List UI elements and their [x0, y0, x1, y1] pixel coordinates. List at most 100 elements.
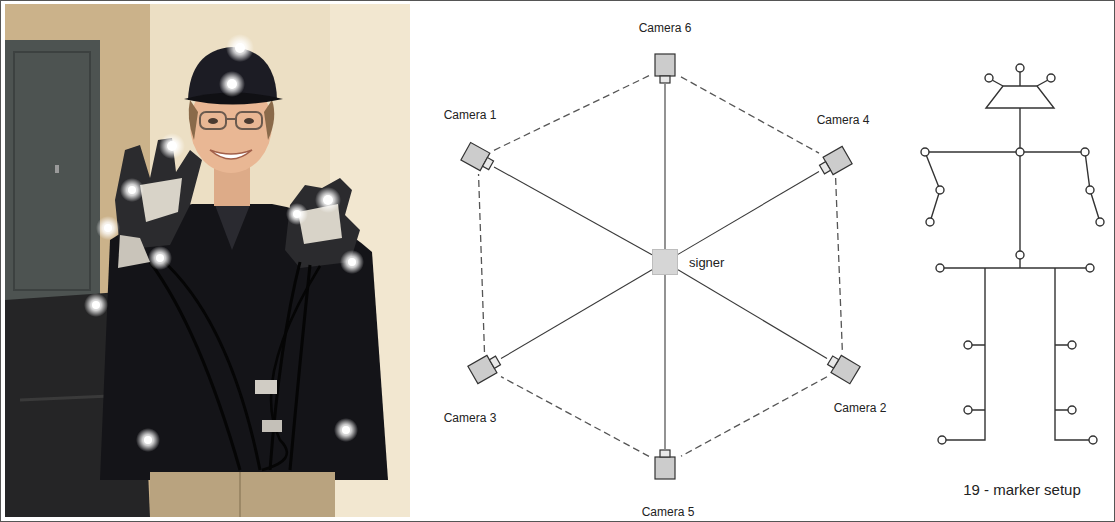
marker-glow [120, 178, 144, 202]
camera-body [655, 457, 675, 479]
marker-dot [921, 148, 929, 156]
skeleton-markers [921, 64, 1104, 444]
camera-lens [489, 356, 500, 368]
camera-symbol [462, 142, 494, 174]
camera-lens [660, 76, 670, 83]
spine [1019, 108, 1020, 268]
collar [215, 205, 250, 250]
marker-dot [1016, 148, 1024, 156]
marker-dot [1068, 406, 1076, 414]
connector-block [262, 420, 282, 432]
marker-dot [938, 436, 946, 444]
cable [262, 266, 320, 470]
ring-line [681, 377, 827, 457]
camera-lens [820, 162, 831, 174]
photo [5, 4, 410, 517]
signer-position: signer [652, 249, 678, 275]
camera-symbol [469, 352, 501, 384]
marker-glow [136, 428, 160, 452]
marker-dot [1016, 64, 1024, 72]
leg-stems [972, 345, 1068, 410]
marker-glow [334, 418, 358, 442]
ring-line [501, 377, 649, 457]
glasses [236, 112, 262, 129]
head-stems [992, 72, 1048, 86]
marker-glow [286, 203, 308, 225]
sight-line [494, 167, 652, 255]
shoulder-line [925, 151, 1085, 152]
glove-cuff [118, 235, 150, 268]
marker-glow [315, 187, 341, 213]
marker [323, 195, 333, 205]
eye [244, 118, 254, 124]
hip-line [940, 267, 1090, 268]
marker-glow [219, 71, 245, 97]
marker-dot [1016, 251, 1024, 259]
eye [208, 118, 218, 124]
sight-line [664, 275, 665, 449]
camera: Camera 4 [819, 146, 851, 178]
door-panel-edge [14, 52, 90, 290]
glove [115, 138, 202, 250]
marker [235, 43, 245, 53]
marker [156, 254, 164, 262]
marker-dot [936, 186, 944, 194]
caption-label: 19 - marker setup [963, 481, 1081, 498]
marker-glow [159, 133, 185, 159]
marker-glow [340, 250, 364, 274]
marker [293, 210, 301, 218]
trousers [150, 472, 335, 517]
glove-patch [140, 178, 182, 222]
camera: Camera 1 [462, 142, 494, 174]
camera-lens [483, 158, 494, 170]
bag-seam [20, 396, 110, 400]
glasses [200, 112, 226, 129]
marker [167, 141, 177, 151]
camera-symbol [649, 449, 681, 481]
marker [342, 426, 350, 434]
sight-line [501, 270, 652, 359]
marker [227, 79, 237, 89]
marker-glow [226, 34, 254, 62]
marker [104, 224, 112, 232]
marker [128, 186, 136, 194]
camera-symbol [649, 52, 681, 84]
sight-line [678, 171, 819, 254]
cable [150, 262, 240, 470]
marker-dot [926, 218, 934, 226]
ring-line [494, 76, 649, 151]
marker-dot [1047, 74, 1055, 82]
camera-symbol [827, 352, 859, 384]
marker-dot [936, 264, 944, 272]
camera: Camera 3 [469, 352, 501, 384]
marker-glow [96, 216, 120, 240]
camera-lens [660, 450, 670, 457]
camera-symbol [819, 146, 851, 178]
camera: Camera 2 [827, 352, 859, 384]
sight-line [664, 84, 665, 249]
camera: Camera 6 [649, 52, 681, 84]
marker-dot [1086, 264, 1094, 272]
camera-label: Camera 4 [817, 113, 870, 127]
marker-dot [964, 341, 972, 349]
glasses-bridge [226, 118, 236, 120]
sight-line [678, 270, 827, 359]
reflective-markers [84, 34, 364, 452]
marker-glow [148, 246, 172, 270]
cable [290, 265, 310, 470]
connector-block [255, 380, 277, 394]
head-shape [986, 86, 1054, 108]
hair [264, 100, 274, 140]
position-label: signer [687, 255, 726, 271]
marker-dot [1096, 218, 1104, 226]
marker-dot [964, 406, 972, 414]
trouser-seam [239, 472, 241, 517]
marker-skeleton [921, 64, 1104, 444]
marker-dot [1086, 186, 1094, 194]
camera: Camera 5 [649, 449, 681, 481]
camera-label: Camera 1 [444, 108, 497, 122]
camera-lens [828, 356, 839, 368]
